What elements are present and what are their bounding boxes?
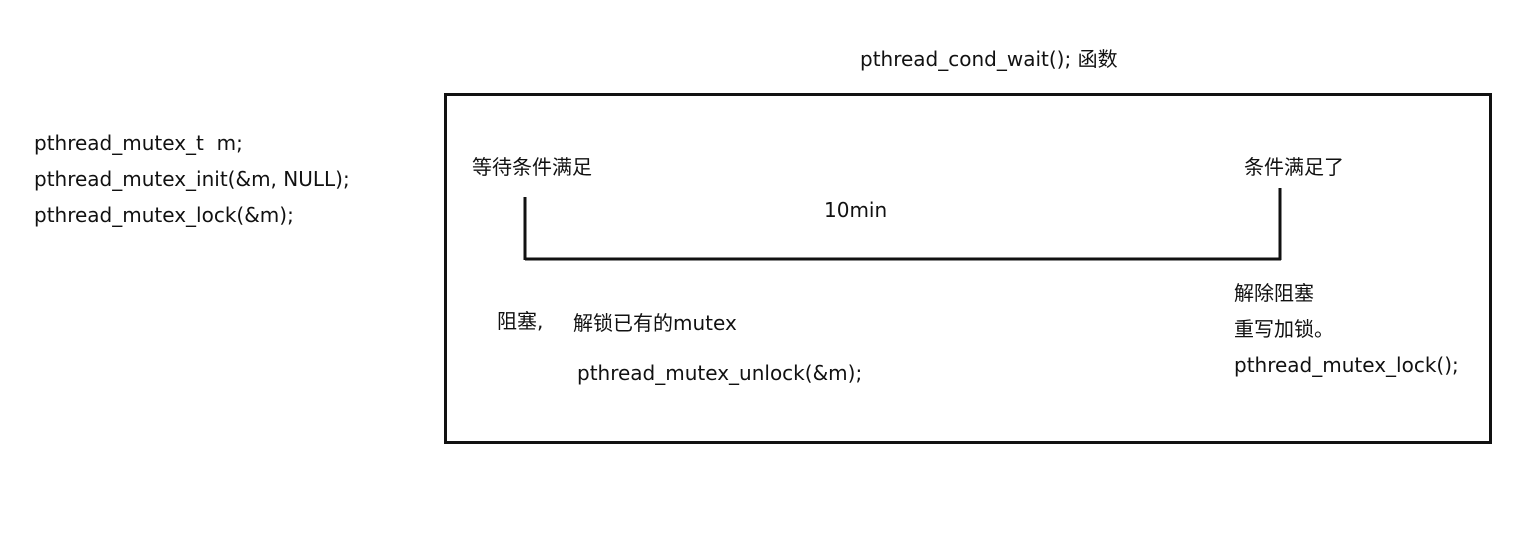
start-label: 等待条件满足 (472, 155, 592, 179)
note-line: pthread_mutex_lock(); (1234, 353, 1459, 377)
unlock-label: 解锁已有的mutex (573, 311, 737, 335)
code-line: pthread_mutex_init(&m, NULL); (34, 167, 350, 191)
unlock-code: pthread_mutex_unlock(&m); (577, 361, 863, 385)
code-line: pthread_mutex_lock(&m); (34, 203, 294, 227)
note-line: 解除阻塞 (1234, 281, 1314, 305)
code-line: pthread_mutex_t m; (34, 131, 243, 155)
duration-label: 10min (824, 198, 888, 222)
end-label: 条件满足了 (1244, 155, 1344, 179)
block-label: 阻塞, (497, 309, 544, 333)
diagram-frame (444, 93, 1492, 444)
diagram-title: pthread_cond_wait(); 函数 (860, 47, 1118, 71)
note-line: 重写加锁。 (1234, 317, 1334, 341)
